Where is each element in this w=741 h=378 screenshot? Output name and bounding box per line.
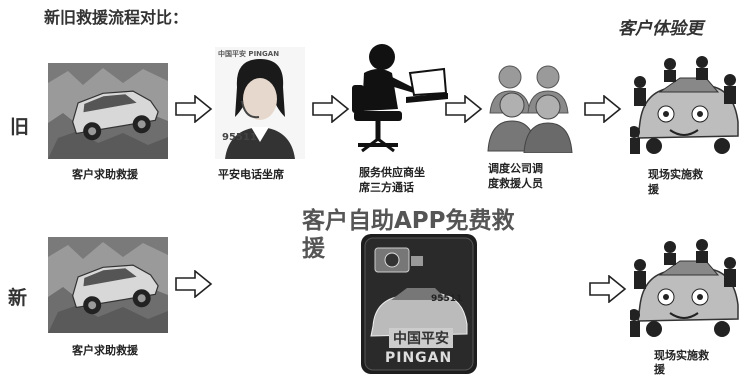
step-customer-help-label: 客户求助救援 <box>72 344 138 357</box>
arrow-right-icon <box>584 95 622 123</box>
car-accident-picture <box>48 237 168 333</box>
step-onsite-rescue-label-2: 援 <box>654 363 665 376</box>
phone-operator-picture <box>215 47 305 159</box>
app-logo-en: PINGAN <box>385 350 453 366</box>
self-service-app-title-1: 客户自助APP免费救 <box>302 208 515 234</box>
app-hotline-badge: 95511 <box>431 294 463 304</box>
step-customer-help-label: 客户求助救援 <box>72 168 138 181</box>
step-service-provider-label-1: 服务供应商坐 <box>359 166 425 179</box>
car-accident-picture <box>48 63 168 159</box>
app-logo-cn: 中国平安 <box>389 328 453 348</box>
new-row-label: 新 <box>8 287 28 309</box>
comparison-title: 新旧救援流程对比： <box>44 8 189 27</box>
step-service-provider-label-2: 席三方通话 <box>359 181 414 194</box>
self-service-app-title-2: 援 <box>302 236 325 262</box>
step-onsite-rescue-label-1: 现场实施救 <box>648 168 703 181</box>
arrow-right-icon <box>175 270 213 298</box>
step-dispatch-label-1: 调度公司调 <box>488 162 543 175</box>
step-onsite-rescue-label-2: 援 <box>648 183 659 196</box>
customer-experience-title: 客户体验更 <box>618 19 703 39</box>
step-dispatch-label-2: 度救援人员 <box>488 177 543 190</box>
arrow-right-icon <box>445 95 483 123</box>
rescue-team-picture <box>628 235 741 339</box>
service-provider-picture <box>348 37 450 155</box>
arrow-right-icon <box>175 95 213 123</box>
hotline-badge: 95511 <box>222 132 257 143</box>
pingan-app-icon: 95511 中国平安 PINGAN <box>361 234 477 374</box>
step-onsite-rescue-label-1: 现场实施救 <box>654 349 709 362</box>
old-row-label: 旧 <box>10 116 30 138</box>
step-phone-operator-label: 平安电话坐席 <box>218 168 284 181</box>
arrow-right-icon <box>589 275 627 303</box>
arrow-right-icon <box>312 95 350 123</box>
rescue-team-picture <box>628 52 741 156</box>
dispatch-staff-picture <box>482 63 578 154</box>
pingan-logo-text: 中国平安 PINGAN <box>218 50 280 58</box>
